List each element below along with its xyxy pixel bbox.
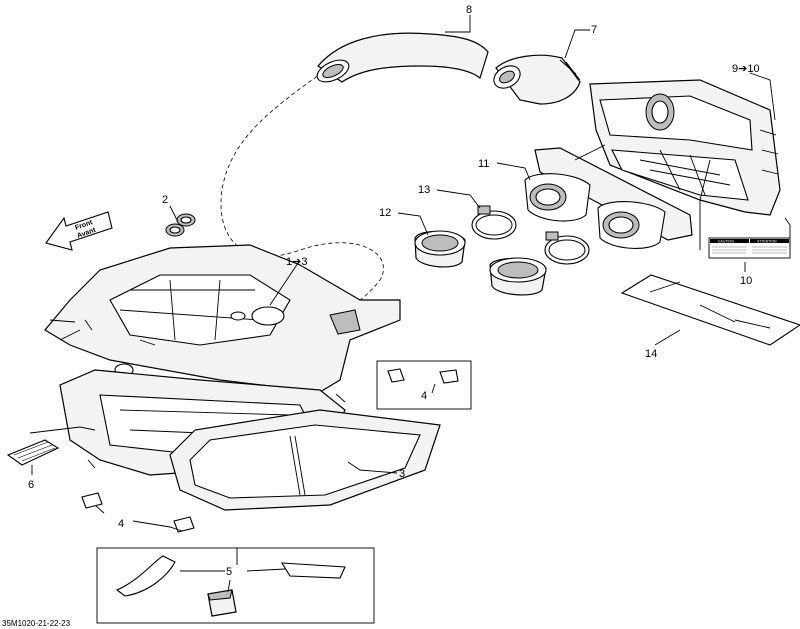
detail-box-part-5	[96, 547, 375, 624]
callout-13: 13	[418, 184, 430, 196]
part-12-sleeve-lower	[489, 257, 547, 296]
part-11-boot-left	[524, 173, 591, 222]
callout-12: 12	[379, 207, 391, 219]
part-7-elbow-adaptor	[493, 54, 581, 105]
drawing-code: 35M1020-21-22-23	[2, 619, 71, 628]
part-5-clamps-group	[115, 555, 346, 617]
callout-6: 6	[28, 479, 34, 491]
callout-3: 3	[399, 468, 405, 480]
callout-10: 10	[740, 275, 752, 287]
decal-right-heading: ATTENTION	[757, 240, 777, 244]
front-direction-arrow: Front Avant	[45, 211, 113, 251]
part-6-mesh	[6, 439, 60, 466]
part-12-sleeve-upper	[414, 230, 466, 268]
callout-11: 11	[478, 158, 489, 170]
callout-9-to-10: 9➔10	[732, 63, 760, 75]
callout-1-to-3: 1➔3	[286, 256, 307, 268]
part-13-clamp-lower	[544, 231, 590, 265]
part-3-frame	[169, 409, 441, 511]
part-10-decal: CAUTION ATTENTION	[708, 237, 791, 259]
part-11-duct-boot	[524, 147, 693, 249]
part-9-silencer-box	[589, 79, 781, 216]
callout-4-lower: 4	[118, 518, 124, 530]
leader-lines	[29, 15, 791, 593]
part-11-boot-right	[597, 201, 666, 249]
callout-8: 8	[466, 4, 472, 16]
callout-14: 14	[645, 348, 657, 360]
part-2-grommets	[165, 213, 196, 237]
part-1-intake-housing	[44, 244, 401, 404]
part-13-clamp-upper	[471, 205, 517, 240]
detail-box-part-4	[376, 360, 472, 410]
part-8-hose	[316, 32, 489, 83]
part-14-foam-strip	[620, 274, 800, 346]
callout-2: 2	[162, 194, 168, 206]
callout-5: 5	[226, 566, 232, 578]
callout-4-upper: 4	[421, 390, 427, 402]
callout-7: 7	[591, 24, 597, 36]
decal-left-heading: CAUTION	[718, 240, 734, 244]
part-4-clips-group	[81, 368, 459, 533]
